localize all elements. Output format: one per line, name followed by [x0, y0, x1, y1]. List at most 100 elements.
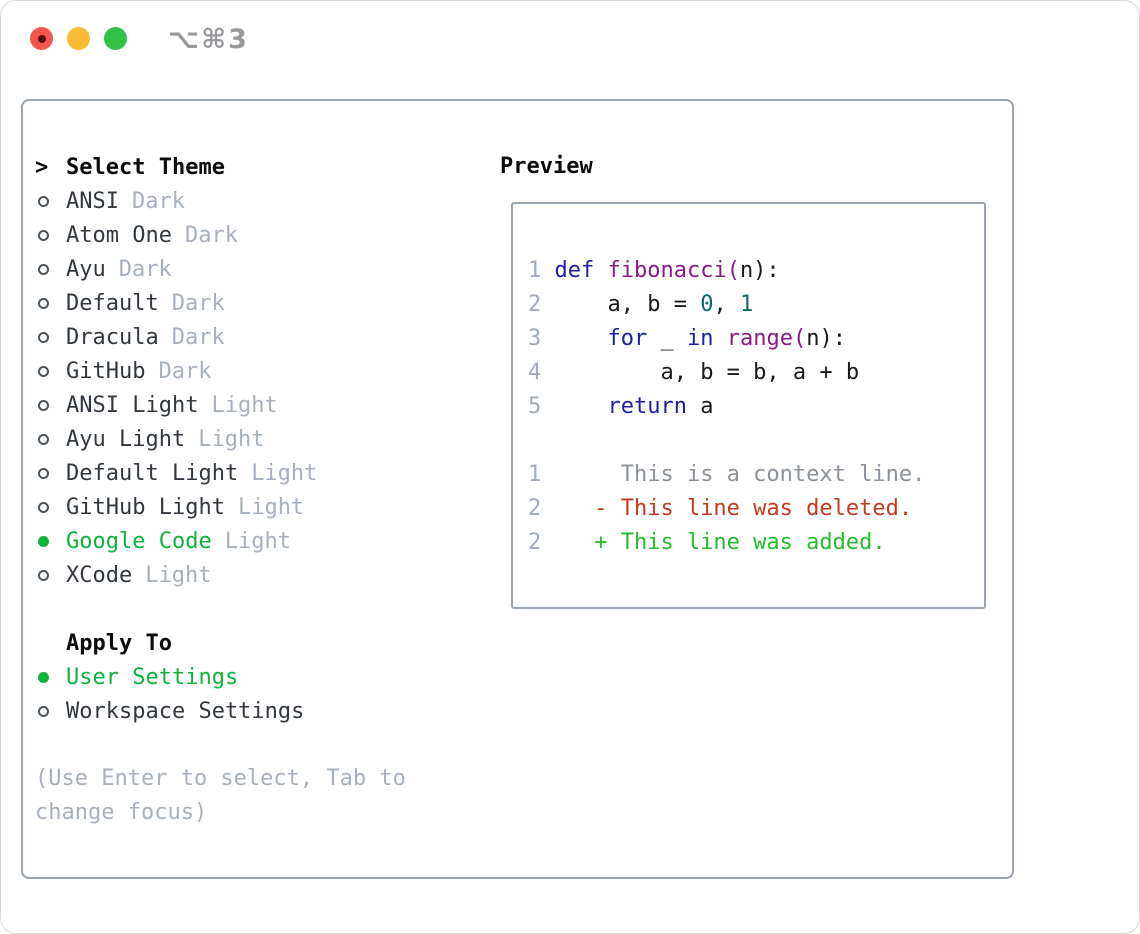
radio-icon	[38, 365, 49, 377]
radio-icon	[38, 263, 49, 275]
token-pl	[555, 326, 608, 351]
option-label: Workspace Settings	[66, 698, 305, 724]
token-pl: a, b = b, a + b	[554, 360, 860, 385]
radio-cell	[35, 422, 66, 456]
code-line: 2 + This line was added.	[528, 526, 984, 560]
option-label: Ayu	[66, 256, 106, 282]
radio-cell	[35, 184, 66, 218]
token-ln: 5	[528, 394, 555, 419]
variant-tag: Dark	[131, 188, 185, 214]
variant-tag: Dark	[158, 358, 212, 384]
window-shortcut-label: ⌥⌘3	[168, 24, 249, 55]
close-button[interactable]	[30, 27, 53, 50]
token-fn: fibonacci(	[607, 258, 740, 283]
code-line	[528, 424, 984, 458]
radio-icon	[38, 569, 49, 581]
radio-cell	[35, 218, 66, 252]
radio-cell	[35, 694, 66, 728]
preview-header: Preview	[500, 154, 593, 179]
token-num: 1	[739, 292, 754, 317]
radio-cell	[35, 490, 66, 524]
token-ln: 1	[528, 462, 542, 487]
code-line: 5 return a	[528, 390, 984, 424]
focus-caret-icon: >	[35, 154, 49, 180]
section-gap	[35, 592, 475, 626]
radio-cell	[35, 252, 66, 286]
code-line: 3 for _ in range(n):	[528, 322, 984, 356]
radio-icon	[38, 399, 49, 411]
variant-tag: Light	[145, 562, 212, 588]
token-pl: n):	[739, 258, 780, 283]
radio-cell	[35, 354, 66, 388]
apply-option[interactable]: Workspace Settings	[35, 694, 475, 728]
option-label: ANSI Light	[66, 392, 199, 418]
apply-option[interactable]: User Settings	[35, 660, 475, 694]
radio-cell	[35, 388, 66, 422]
option-label: Default Light	[66, 460, 239, 486]
option-label: GitHub	[66, 358, 146, 384]
code-line: 1 This is a context line.	[528, 458, 984, 492]
token-pl	[555, 394, 608, 419]
variant-tag: Light	[224, 528, 291, 554]
token-del: - This line was deleted.	[541, 496, 913, 521]
token-ln: 3	[528, 326, 555, 351]
option-label: Google Code	[66, 528, 212, 554]
code-line: 2 a, b = 0, 1	[528, 288, 984, 322]
radio-cell	[35, 524, 66, 558]
option-label: Dracula	[66, 324, 159, 350]
radio-icon	[38, 705, 49, 717]
radio-icon	[38, 331, 49, 343]
token-kw: return	[607, 394, 687, 419]
variant-tag: Dark	[184, 222, 238, 248]
theme-option[interactable]: Ayu Light Light	[35, 422, 475, 456]
token-ln: 2	[528, 496, 542, 521]
option-label: Default	[66, 290, 159, 316]
variant-tag: Light	[198, 426, 265, 452]
radio-icon	[38, 467, 49, 479]
token-ln: 4	[528, 360, 555, 385]
record-dot-icon	[37, 34, 46, 43]
theme-option[interactable]: Dracula Dark	[35, 320, 475, 354]
token-kw: for	[607, 326, 648, 351]
variant-tag: Light	[251, 460, 318, 486]
token-ln: 1	[528, 258, 555, 283]
titlebar: ⌥⌘3	[1, 1, 1139, 76]
radio-selected-icon	[38, 535, 49, 547]
token-fn: range(	[726, 326, 807, 351]
apply-to-header: Apply To	[35, 626, 475, 660]
token-pl: n):	[806, 326, 846, 351]
radio-icon	[38, 229, 49, 241]
apply-to-indent	[35, 626, 66, 660]
variant-tag: Light	[237, 494, 305, 520]
theme-option[interactable]: ANSI Light Light	[35, 388, 475, 422]
token-ln: 2	[528, 292, 555, 317]
select-theme-title: Select Theme	[66, 154, 225, 180]
zoom-button[interactable]	[104, 27, 127, 50]
token-pl	[713, 326, 726, 351]
theme-option[interactable]: GitHub Dark	[35, 354, 475, 388]
variant-tag: Light	[211, 392, 278, 418]
minimize-button[interactable]	[67, 27, 90, 50]
option-label: Ayu Light	[66, 426, 186, 452]
variant-tag: Dark	[171, 324, 225, 350]
radio-cell	[35, 456, 66, 490]
theme-option[interactable]: Default Light Light	[35, 456, 475, 490]
theme-option[interactable]: Google Code Light	[35, 524, 475, 558]
select-theme-header: > Select Theme	[35, 150, 475, 184]
radio-icon	[38, 501, 49, 513]
token-pl: ,	[713, 292, 740, 317]
token-num: 0	[700, 292, 714, 317]
token-ctx: This is a context line.	[541, 462, 926, 487]
